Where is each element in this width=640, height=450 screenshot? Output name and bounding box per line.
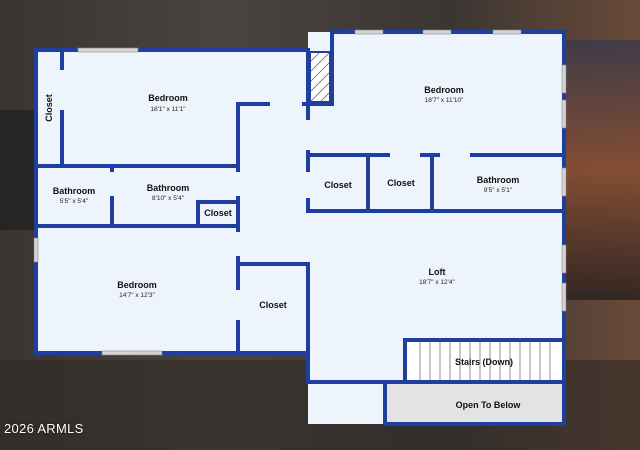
room-dims-bathroom-mid: 8'10" x 5'4": [152, 195, 185, 202]
room-dims-bedroom-top-left: 18'1" x 11'1": [150, 106, 186, 113]
shaft-hatch: [309, 51, 331, 103]
room-label-bathroom-small: Bathroom: [53, 186, 96, 196]
room-label-bathroom-right: Bathroom: [477, 175, 520, 185]
room-dims-bathroom-right: 9'5" x 5'1": [484, 187, 513, 194]
room-dims-bathroom-small: 5'5" x 5'4": [60, 198, 89, 205]
open-to-below-area: [387, 384, 563, 424]
floor-areas: [36, 32, 564, 424]
room-label-bedroom-top-left: Bedroom: [148, 93, 188, 103]
stairs-area: [405, 340, 563, 382]
room-label-closet-hall: Closet: [259, 300, 287, 310]
room-label-bedroom-top-right: Bedroom: [424, 85, 464, 95]
room-label-stairs: Stairs (Down): [455, 357, 513, 367]
room-dims-bedroom-top-right: 18'7" x 11'10": [425, 97, 464, 104]
room-label-closet-right-2: Closet: [387, 178, 415, 188]
watermark-text: 2026 ARMLS: [4, 421, 84, 436]
room-label-open-below: Open To Below: [456, 400, 522, 410]
room-label-loft: Loft: [429, 267, 446, 277]
room-dims-bedroom-bottom-left: 14'7" x 12'3": [119, 292, 155, 299]
room-label-bathroom-mid: Bathroom: [147, 183, 190, 193]
room-dims-loft: 18'7" x 12'4": [419, 279, 455, 286]
room-label-bedroom-bottom-left: Bedroom: [117, 280, 157, 290]
door-openings: [60, 70, 470, 320]
room-label-closet-small: Closet: [204, 208, 232, 218]
room-label-closet-left: Closet: [44, 94, 54, 122]
room-label-closet-right-1: Closet: [324, 180, 352, 190]
windows: [33, 29, 567, 356]
